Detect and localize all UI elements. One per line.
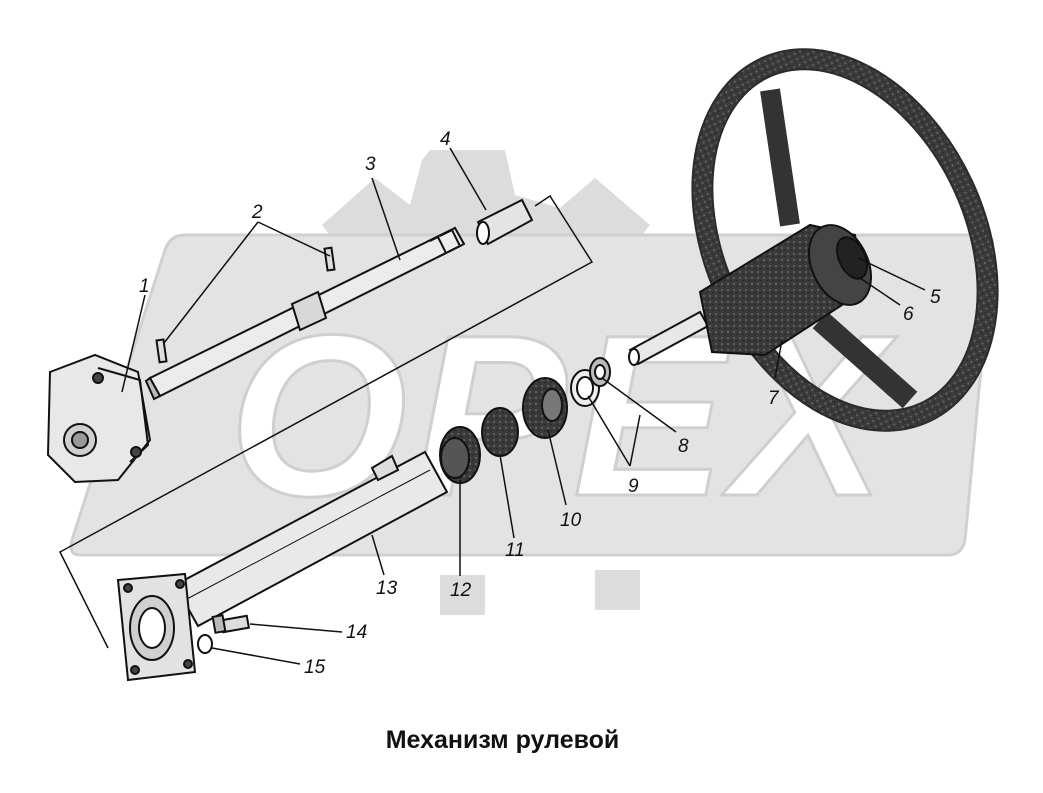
callout-12: 12 [450,580,472,601]
leader-lines [59,147,926,665]
bearing-ring-10 [522,377,568,439]
pin-lower [155,338,168,364]
callouts: 1 2 3 4 5 6 7 8 9 10 11 12 13 14 15 [139,129,941,678]
steering-shaft [144,226,466,401]
flange-joint [46,353,152,484]
callout-14: 14 [346,622,367,643]
callout-2: 2 [251,202,263,223]
callout-13: 13 [376,578,398,599]
callout-4: 4 [440,129,451,150]
bearing-ring-8 [589,357,611,387]
callout-10: 10 [560,510,582,531]
column-flange [116,572,197,682]
callout-6: 6 [903,304,914,325]
bearing-ring-12 [439,426,481,484]
column-tube [173,450,449,628]
diagram-caption: Механизм рулевой [385,726,620,754]
pin-upper [323,246,336,272]
shaft-sleeve [476,198,534,246]
callout-7: 7 [768,388,780,409]
bolt [211,614,251,634]
callout-9: 9 [628,476,639,497]
callout-11: 11 [505,540,525,561]
callout-1: 1 [139,276,150,297]
wheel-hub [698,223,872,357]
callout-8: 8 [678,436,689,457]
bearing-ring-11 [481,407,519,457]
callout-3: 3 [365,154,376,175]
washer [197,634,213,654]
callout-5: 5 [930,287,941,308]
callout-15: 15 [304,657,326,678]
